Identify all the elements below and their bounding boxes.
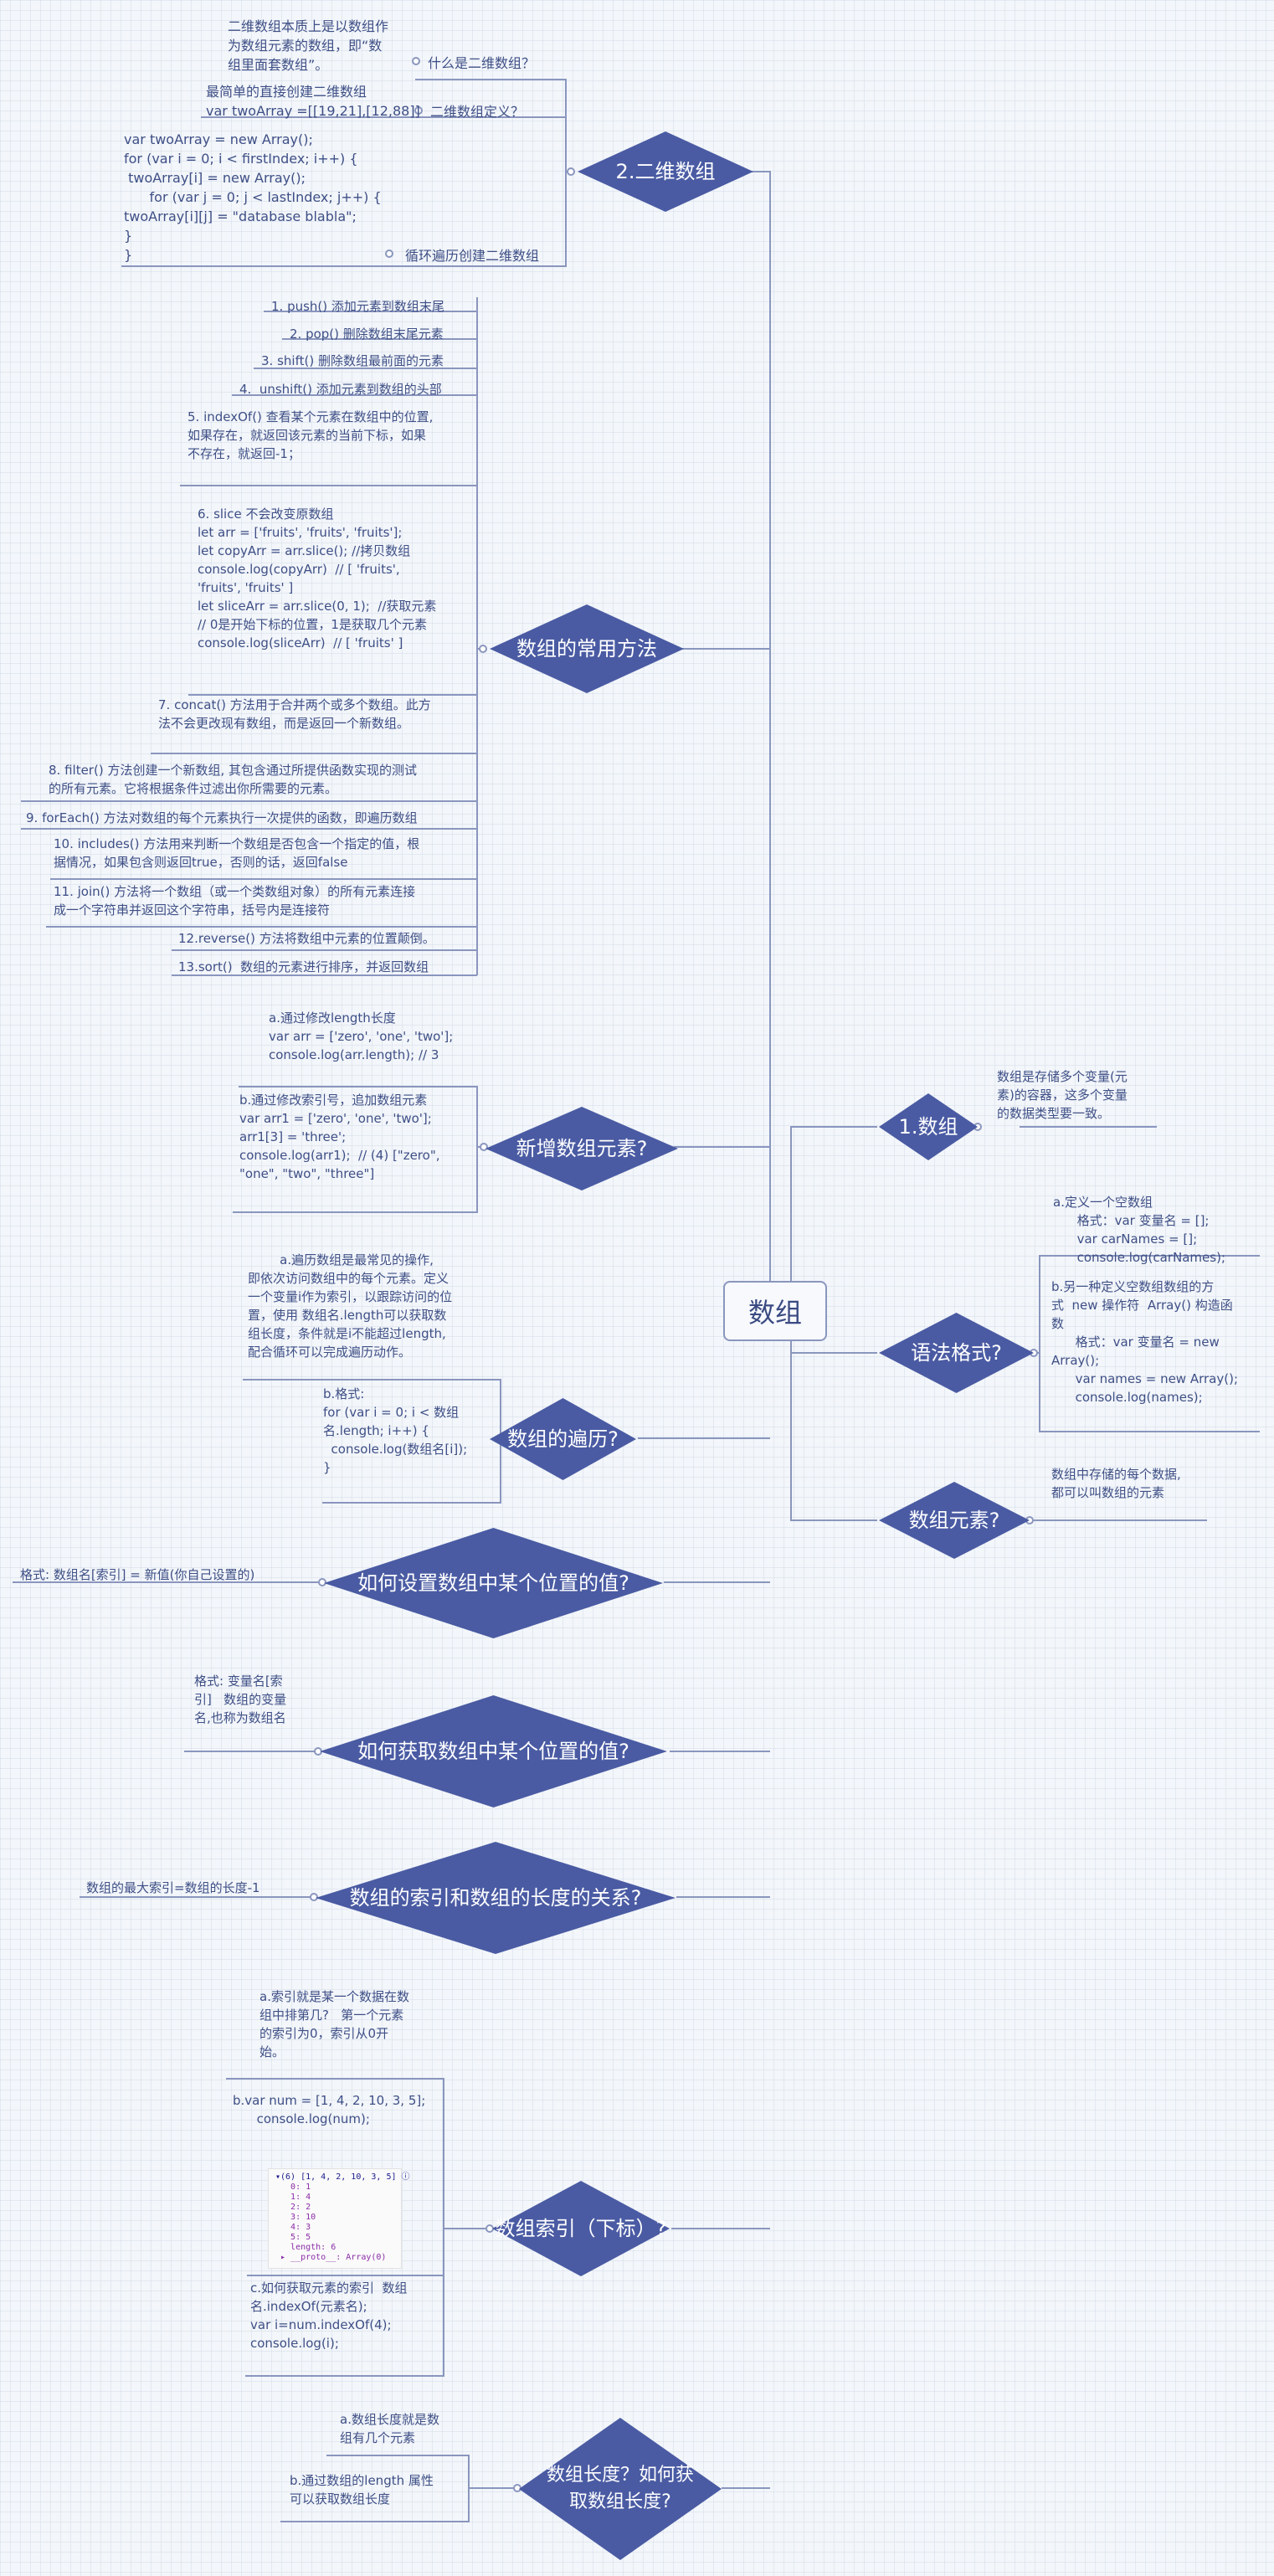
method-filter: 8. filter() 方法创建一个新数组, 其包含通过所提供函数实现的测试 的… (49, 763, 417, 796)
node-index[interactable]: 数组索引（下标）? (492, 2181, 670, 2276)
note-syntax-new: b.另一种定义空数组数组的方 式 new 操作符 Array() 构造函 数 格… (1051, 1279, 1239, 1405)
node-get-value-label: 如何获取数组中某个位置的值? (357, 1740, 629, 1763)
node-array-length-label: 数组长度？如何获 取数组长度? (546, 2465, 694, 2512)
console-line: ▾(6) [1, 4, 2, 10, 3, 5] ⓘ (275, 2172, 410, 2182)
node-index-length-relation[interactable]: 数组的索引和数组的长度的关系? (316, 1842, 676, 1954)
node-add-elements-label: 新增数组元素? (516, 1137, 648, 1160)
root-node[interactable]: 数组 (723, 1281, 827, 1341)
console-line: 5: 5 (275, 2233, 311, 2242)
console-line: 0: 1 (275, 2183, 311, 2192)
method-unshift: 4. unshift() 添加元素到数组的头部 (239, 382, 442, 397)
note-two-dim-create: 最简单的直接创建二维数组 var twoArray =[[19,21],[12,… (206, 84, 420, 119)
console-line: 4: 3 (275, 2223, 311, 2232)
note-traverse-desc: a.遍历数组是最常见的操作, 即依次访问数组中的每个元素。定义 一个变量i作为索… (248, 1252, 453, 1360)
console-line: 3: 10 (275, 2213, 316, 2222)
method-slice: 6. slice 不会改变原数组 let arr = ['fruits', 'f… (198, 506, 437, 650)
console-line: 2: 2 (275, 2203, 311, 2212)
note-index-example: b.var num = [1, 4, 2, 10, 3, 5]; console… (233, 2093, 426, 2126)
note-traverse-format: b.格式: for (var i = 0; i < 数组 名.length; i… (323, 1386, 468, 1475)
node-array-def[interactable]: 1.数组 (879, 1093, 978, 1160)
note-array-def: 数组是存储多个变量(元 素)的容器，这多个变量 的数据类型要一致。 (997, 1069, 1128, 1121)
console-screenshot: ▾(6) [1, 4, 2, 10, 3, 5] ⓘ 0: 1 1: 4 2: … (268, 2168, 410, 2269)
method-join: 11. join() 方法将一个数组（或一个类数组对象）的所有元素连接 成一个字… (54, 884, 416, 918)
node-get-value[interactable]: 如何获取数组中某个位置的值? (320, 1695, 667, 1807)
method-reverse: 12.reverse() 方法将数组中元素的位置颠倒。 (178, 931, 435, 946)
note-index-indexof: c.如何获取元素的索引 数组 名.indexOf(元素名); var i=num… (250, 2280, 408, 2351)
node-two-dim-array-label: 2.二维数组 (615, 160, 716, 183)
method-includes: 10. includes() 方法用来判断一个数组是否包含一个指定的值，根 据情… (54, 836, 420, 870)
note-two-dim-what: 什么是二维数组？ (428, 55, 536, 71)
console-line: ▸ __proto__: Array(0) (275, 2253, 387, 2262)
node-array-length[interactable]: 数组长度？如何获 取数组长度? (519, 2418, 722, 2560)
node-common-methods-label: 数组的常用方法 (516, 637, 657, 661)
node-common-methods[interactable]: 数组的常用方法 (490, 604, 684, 693)
note-add-index: b.通过修改索引号，追加数组元素 var arr1 = ['zero', 'on… (239, 1093, 440, 1181)
note-two-dim-def: 二维数组本质上是以数组作 为数组元素的数组，即“数 组里面套数组”。 (228, 18, 389, 73)
node-index-length-relation-label: 数组的索引和数组的长度的关系? (349, 1886, 642, 1910)
method-pop: 2. pop() 删除数组末尾元素 (290, 326, 444, 342)
console-line: 1: 4 (275, 2193, 311, 2202)
note-two-dim-loop: var twoArray = new Array(); for (var i =… (124, 131, 382, 263)
node-index-label: 数组索引（下标）? (495, 2217, 667, 2240)
note-set-format: 格式: 数组名[索引] = 新值(你自己设置的) (20, 1567, 255, 1582)
node-set-value-label: 如何设置数组中某个位置的值? (357, 1571, 629, 1595)
note-elements: 数组中存储的每个数据, 都可以叫数组的元素 (1051, 1467, 1181, 1500)
node-syntax[interactable]: 语法格式? (879, 1313, 1034, 1393)
node-add-elements[interactable]: 新增数组元素? (485, 1107, 678, 1190)
method-indexof: 5. indexOf() 查看某个元素在数组中的位置, 如果存在，就返回该元素的… (188, 409, 434, 461)
note-two-dim-define: 二维数组定义？ (430, 104, 525, 120)
node-elements[interactable]: 数组元素? (879, 1482, 1030, 1559)
method-shift: 3. shift() 删除数组最前面的元素 (261, 353, 444, 368)
node-two-dim-array[interactable]: 2.二维数组 (578, 131, 753, 212)
note-get-format: 格式: 变量名[索 引] 数组的变量 名,也称为数组名 (194, 1674, 287, 1725)
note-two-dim-loop-label: 循环遍历创建二维数组 (405, 248, 540, 264)
node-traverse-label: 数组的遍历? (507, 1427, 619, 1451)
note-syntax-empty: a.定义一个空数组 格式：var 变量名 = []; var carNames … (1053, 1195, 1225, 1265)
note-length-def: a.数组长度就是数 组有几个元素 (340, 2412, 439, 2445)
method-sort: 13.sort() 数组的元素进行排序，并返回数组 (178, 959, 429, 974)
note-index-def: a.索引就是某一个数据在数 组中排第几? 第一个元素 的索引为0，索引从0开 始… (259, 1989, 409, 2059)
method-push: 1. push() 添加元素到数组末尾 (271, 299, 444, 314)
node-elements-label: 数组元素? (908, 1509, 1000, 1532)
node-syntax-label: 语法格式? (911, 1341, 1002, 1365)
console-line: length: 6 (275, 2243, 336, 2252)
node-traverse[interactable]: 数组的遍历? (490, 1398, 636, 1480)
note-relation: 数组的最大索引=数组的长度-1 (86, 1880, 260, 1895)
note-length-property: b.通过数组的length 属性 可以获取数组长度 (290, 2473, 434, 2507)
note-add-length: a.通过修改length长度 var arr = ['zero', 'one',… (269, 1010, 454, 1062)
method-foreach: 9. forEach() 方法对数组的每个元素执行一次提供的函数，即遍历数组 (26, 810, 418, 825)
node-set-value[interactable]: 如何设置数组中某个位置的值? (324, 1528, 663, 1638)
node-array-def-label: 1.数组 (898, 1115, 958, 1139)
method-concat: 7. concat() 方法用于合并两个或多个数组。此方 法不会更改现有数组，而… (158, 697, 431, 731)
